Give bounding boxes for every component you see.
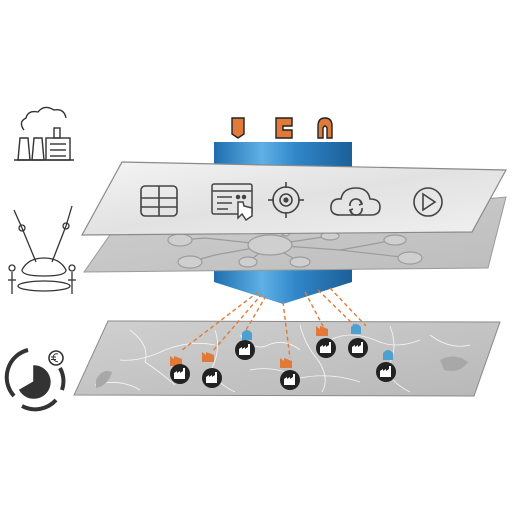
orange-tag-icon	[170, 356, 182, 366]
map-landmass	[440, 356, 468, 371]
factory-glyph-icon	[239, 344, 250, 355]
touch-interface-icon	[211, 183, 253, 222]
data-funnel	[214, 262, 352, 304]
factory-glyph-icon	[352, 342, 363, 353]
blue-tag-icon	[383, 350, 393, 360]
plant-site[interactable]	[376, 350, 396, 382]
factory-glyph-icon	[380, 366, 391, 377]
data-connectors	[181, 287, 367, 359]
play-icon	[413, 187, 443, 217]
map-landmass	[96, 371, 112, 388]
orange-tag-icon	[316, 326, 328, 336]
pie-chart-finance-icon	[4, 348, 66, 412]
machined-part-1-icon	[231, 117, 245, 139]
factory-icon	[14, 106, 74, 161]
machined-part-3-icon	[317, 117, 333, 139]
factory-glyph-icon	[174, 368, 185, 379]
plant-site[interactable]	[235, 330, 255, 360]
plant-site[interactable]	[316, 326, 336, 358]
target-icon	[268, 182, 304, 218]
platform-panel	[80, 161, 508, 236]
plant-site[interactable]	[348, 324, 368, 358]
plant-site[interactable]	[280, 358, 300, 390]
dashboard-grid-icon	[140, 185, 178, 217]
plant-site[interactable]	[202, 352, 222, 388]
blue-tag-icon	[242, 330, 252, 340]
factory-glyph-icon	[320, 342, 331, 353]
machined-part-2-icon	[275, 117, 293, 139]
plant-site[interactable]	[170, 356, 190, 384]
robotic-assembly-icon	[8, 205, 76, 294]
cloud-sync-icon	[330, 187, 381, 216]
factory-glyph-icon	[284, 374, 295, 385]
orange-tag-icon	[280, 358, 292, 368]
factory-glyph-icon	[206, 372, 217, 383]
blue-tag-icon	[351, 324, 361, 334]
orange-tag-icon	[202, 352, 214, 362]
plant-sites-layer	[170, 324, 396, 390]
